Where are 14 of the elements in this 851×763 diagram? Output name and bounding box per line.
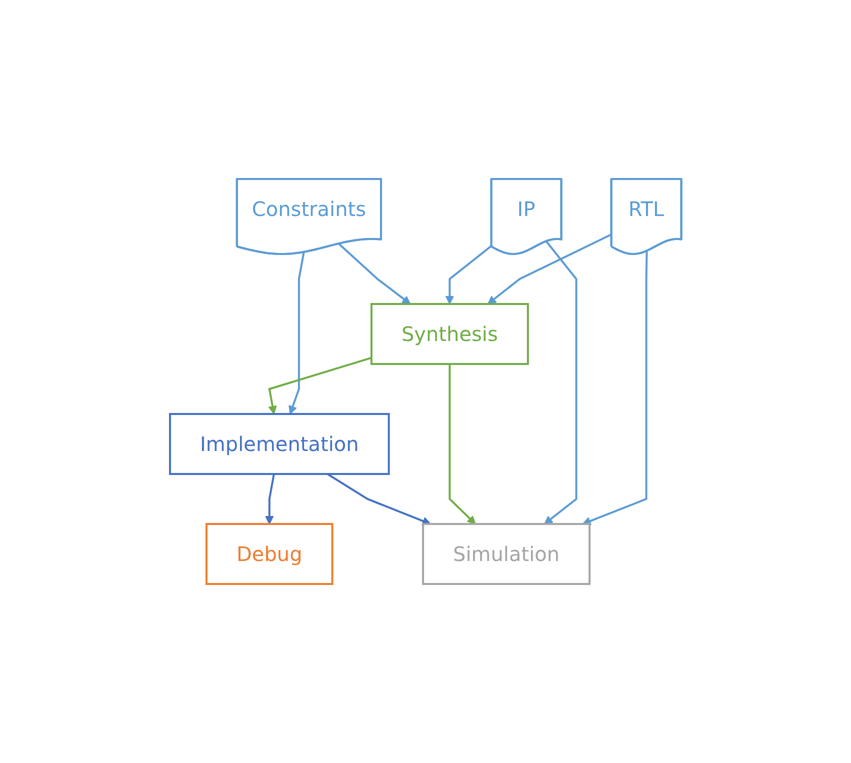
arrow (338, 243, 411, 304)
arrow (264, 474, 275, 524)
arrow (326, 473, 431, 526)
arrow (544, 241, 578, 524)
node-box: Synthesis (370, 303, 529, 365)
arrow (445, 244, 492, 304)
arrow (288, 252, 305, 414)
node-box: Debug (205, 522, 334, 585)
arrow (487, 233, 612, 304)
node-box: Simulation (422, 522, 590, 585)
arrow (268, 356, 372, 414)
arrow (582, 251, 648, 526)
node-box: Implementation (168, 413, 390, 475)
arrow (448, 364, 476, 524)
